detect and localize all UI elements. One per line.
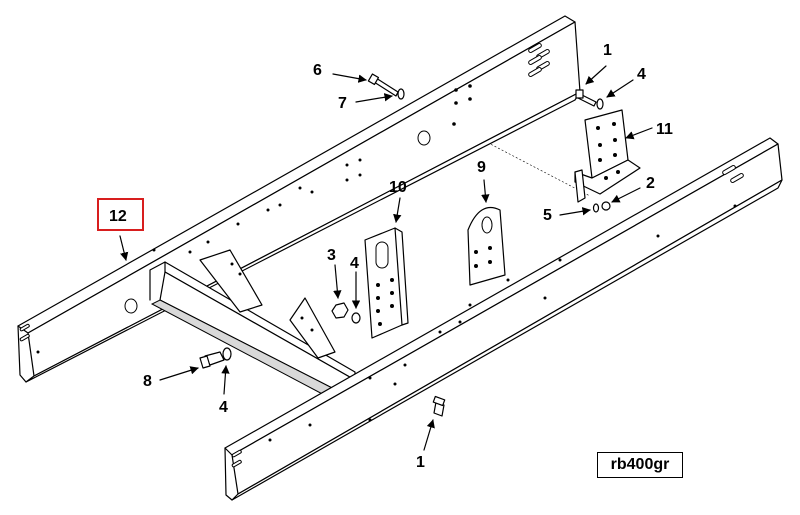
bolt-1-bottom (432, 395, 446, 417)
leader-arrows (119, 65, 653, 451)
callout-3: 3 (327, 247, 336, 264)
callout-4-bottom: 4 (219, 399, 228, 416)
bracket-9 (467, 206, 506, 286)
callout-12-highlight-box (97, 198, 144, 231)
gusset-right (289, 297, 336, 359)
right-frame-rail (224, 137, 783, 501)
callout-10: 10 (389, 179, 407, 196)
callout-8: 8 (143, 373, 152, 390)
rail-slots (19, 43, 550, 342)
rail-small-holes-front (268, 204, 737, 442)
gusset-left (199, 249, 263, 313)
crossmember (149, 249, 356, 399)
callout-12: 12 (109, 208, 127, 225)
washer-4-mid (351, 312, 361, 324)
callout-1-bottom: 1 (416, 454, 425, 471)
nut-3 (331, 302, 349, 319)
callout-11: 11 (656, 121, 673, 138)
washer-4-bottom (222, 347, 232, 361)
callout-1-top: 1 (603, 42, 612, 59)
washer-5 (592, 203, 600, 213)
callout-4-mid: 4 (350, 255, 359, 272)
nut-2 (601, 201, 611, 211)
washer-4-top (596, 98, 604, 110)
callout-9: 9 (477, 159, 486, 176)
callout-labels: 1 4 11 2 5 6 7 9 10 3 4 12 8 4 1 (109, 42, 673, 471)
washer-7 (397, 88, 405, 100)
bolt-6 (367, 73, 399, 97)
drawing-code-label: rb400gr (597, 452, 683, 478)
bracket-11 (574, 109, 641, 203)
bracket-10 (364, 227, 409, 339)
callout-6: 6 (313, 62, 322, 79)
callout-5: 5 (543, 207, 552, 224)
rail-small-holes (36, 84, 472, 354)
callout-2: 2 (646, 175, 655, 192)
callout-4-top: 4 (637, 66, 646, 83)
bolt-1-top (575, 89, 597, 107)
callout-7: 7 (338, 95, 347, 112)
bolt-8 (199, 351, 225, 369)
